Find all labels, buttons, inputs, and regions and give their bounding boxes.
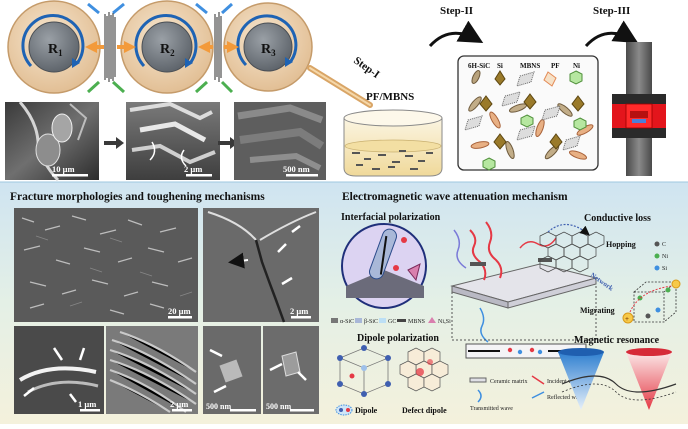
migrating-label: Migrating bbox=[580, 306, 615, 315]
interfacial-title: Interfacial polarization bbox=[341, 212, 441, 223]
svg-text:R3: R3 bbox=[261, 42, 276, 58]
fracture-sem-bridge: 1 μm bbox=[14, 326, 104, 414]
beaker-label: PF/MBNS bbox=[366, 91, 414, 103]
magnetic-title: Magnetic resonance bbox=[574, 335, 660, 346]
roller-label: R bbox=[48, 42, 59, 57]
sem-image-3: 500 nm bbox=[234, 102, 326, 180]
hot-press bbox=[612, 42, 666, 176]
hopping-label: Hopping bbox=[606, 240, 636, 249]
legend-si: Si bbox=[497, 62, 503, 70]
fracture-panel: Fracture morphologies and toughening mec… bbox=[10, 191, 319, 414]
legend-reflected: Reflected wave bbox=[547, 394, 584, 401]
legend-ni: Ni bbox=[573, 62, 580, 70]
wave-legend: Ceramic matrix Incident wave Transmitted… bbox=[469, 375, 584, 412]
sem-image-2: 2 μm bbox=[126, 101, 220, 180]
interfacial-polarization: Interfacial polarization α-SiC β-SiC GC … bbox=[331, 212, 451, 325]
particle-mix bbox=[464, 91, 594, 171]
fracture-scale-4: 2 μm bbox=[170, 399, 188, 409]
fracture-scale-2: 2 μm bbox=[290, 306, 308, 316]
sem-scale-3: 500 nm bbox=[283, 164, 310, 174]
svg-text:+: + bbox=[625, 315, 629, 323]
sheet-stack-2 bbox=[214, 12, 222, 82]
defect-dipole-label: Defect dipole bbox=[402, 406, 447, 415]
legend-6h-sic: 6H-SiC bbox=[468, 62, 490, 70]
legend-ceramic-matrix: Ceramic matrix bbox=[490, 379, 528, 385]
roller-sub: 2 bbox=[170, 48, 175, 58]
em-title: Electromagnetic wave attenuation mechani… bbox=[342, 191, 568, 203]
legend-incident: Incident wave bbox=[547, 379, 581, 385]
beaker: PF/MBNS bbox=[343, 91, 443, 177]
flow-arrows bbox=[86, 2, 234, 94]
em-panel: Electromagnetic wave attenuation mechani… bbox=[331, 191, 681, 416]
conductive-title: Conductive loss bbox=[584, 213, 651, 224]
element-ni: Ni bbox=[662, 254, 668, 260]
legend-glyphs bbox=[471, 70, 583, 87]
roller-sub: 1 bbox=[58, 48, 63, 58]
step-3-label: Step-III bbox=[593, 5, 630, 17]
orange-arrows bbox=[85, 41, 239, 53]
fracture-scale-6: 500 nm bbox=[266, 402, 291, 411]
dipole-label: Dipole bbox=[355, 406, 378, 415]
roller-label: R bbox=[160, 42, 171, 57]
legend-transmitted: Transmitted wave bbox=[470, 406, 513, 412]
fracture-sem-particle-1: 500 nm bbox=[203, 326, 261, 414]
fracture-scale-3: 1 μm bbox=[78, 399, 96, 409]
svg-text:R2: R2 bbox=[160, 42, 175, 58]
dipole-title: Dipole polarization bbox=[357, 333, 439, 344]
roller-3: R3 bbox=[223, 2, 313, 92]
legend-mbns: MBNS bbox=[520, 62, 540, 70]
step-2-label: Step-II bbox=[440, 5, 473, 17]
element-c: C bbox=[662, 242, 666, 248]
fracture-sem-particle-2: 500 nm bbox=[263, 326, 319, 414]
element-si: Si bbox=[662, 266, 667, 272]
phase-beta-sic: β-SiC bbox=[364, 319, 378, 325]
phase-gc: GC bbox=[388, 319, 396, 325]
fracture-sem-lamellar: 2 μm bbox=[106, 326, 198, 414]
roller-label: R bbox=[261, 42, 272, 57]
svg-text:R1: R1 bbox=[48, 42, 63, 58]
wave-slab bbox=[450, 221, 598, 359]
sheet-stack-1 bbox=[104, 12, 116, 82]
sem-image-1: 10 μm bbox=[5, 101, 99, 182]
step-3: Step-III bbox=[584, 5, 639, 48]
roller-sub: 3 bbox=[271, 48, 276, 58]
process-panel: R1 R2 R3 bbox=[0, 0, 688, 182]
legend-pf: PF bbox=[551, 62, 560, 70]
conductive-loss: Conductive loss Hopping Network C Ni Si bbox=[539, 213, 681, 324]
phase-alpha-sic: α-SiC bbox=[340, 319, 354, 325]
fracture-scale-5: 500 nm bbox=[206, 402, 231, 411]
phase-nixsi: NiₓSi bbox=[438, 319, 451, 325]
element-legend: C Ni Si bbox=[654, 241, 668, 272]
dipole-polarization: Dipole polarization bbox=[335, 333, 449, 416]
sem-arrow-1 bbox=[104, 137, 124, 149]
sem-arrow-2 bbox=[218, 137, 238, 149]
sem-scale-2: 2 μm bbox=[184, 164, 202, 174]
fracture-scale-1: 20 μm bbox=[168, 306, 191, 316]
fracture-title: Fracture morphologies and toughening mec… bbox=[10, 191, 265, 203]
phase-mbns: MBNS bbox=[408, 319, 425, 325]
fracture-sem-crack: 2 μm bbox=[203, 208, 319, 323]
magnetic-resonance: Magnetic resonance bbox=[558, 335, 677, 410]
sem-scale-1: 10 μm bbox=[52, 164, 75, 174]
step-2: Step-II bbox=[428, 5, 484, 48]
fracture-sem-large: 20 μm bbox=[14, 208, 198, 322]
composite-box: 6H-SiC Si MBNS PF Ni bbox=[457, 55, 599, 171]
